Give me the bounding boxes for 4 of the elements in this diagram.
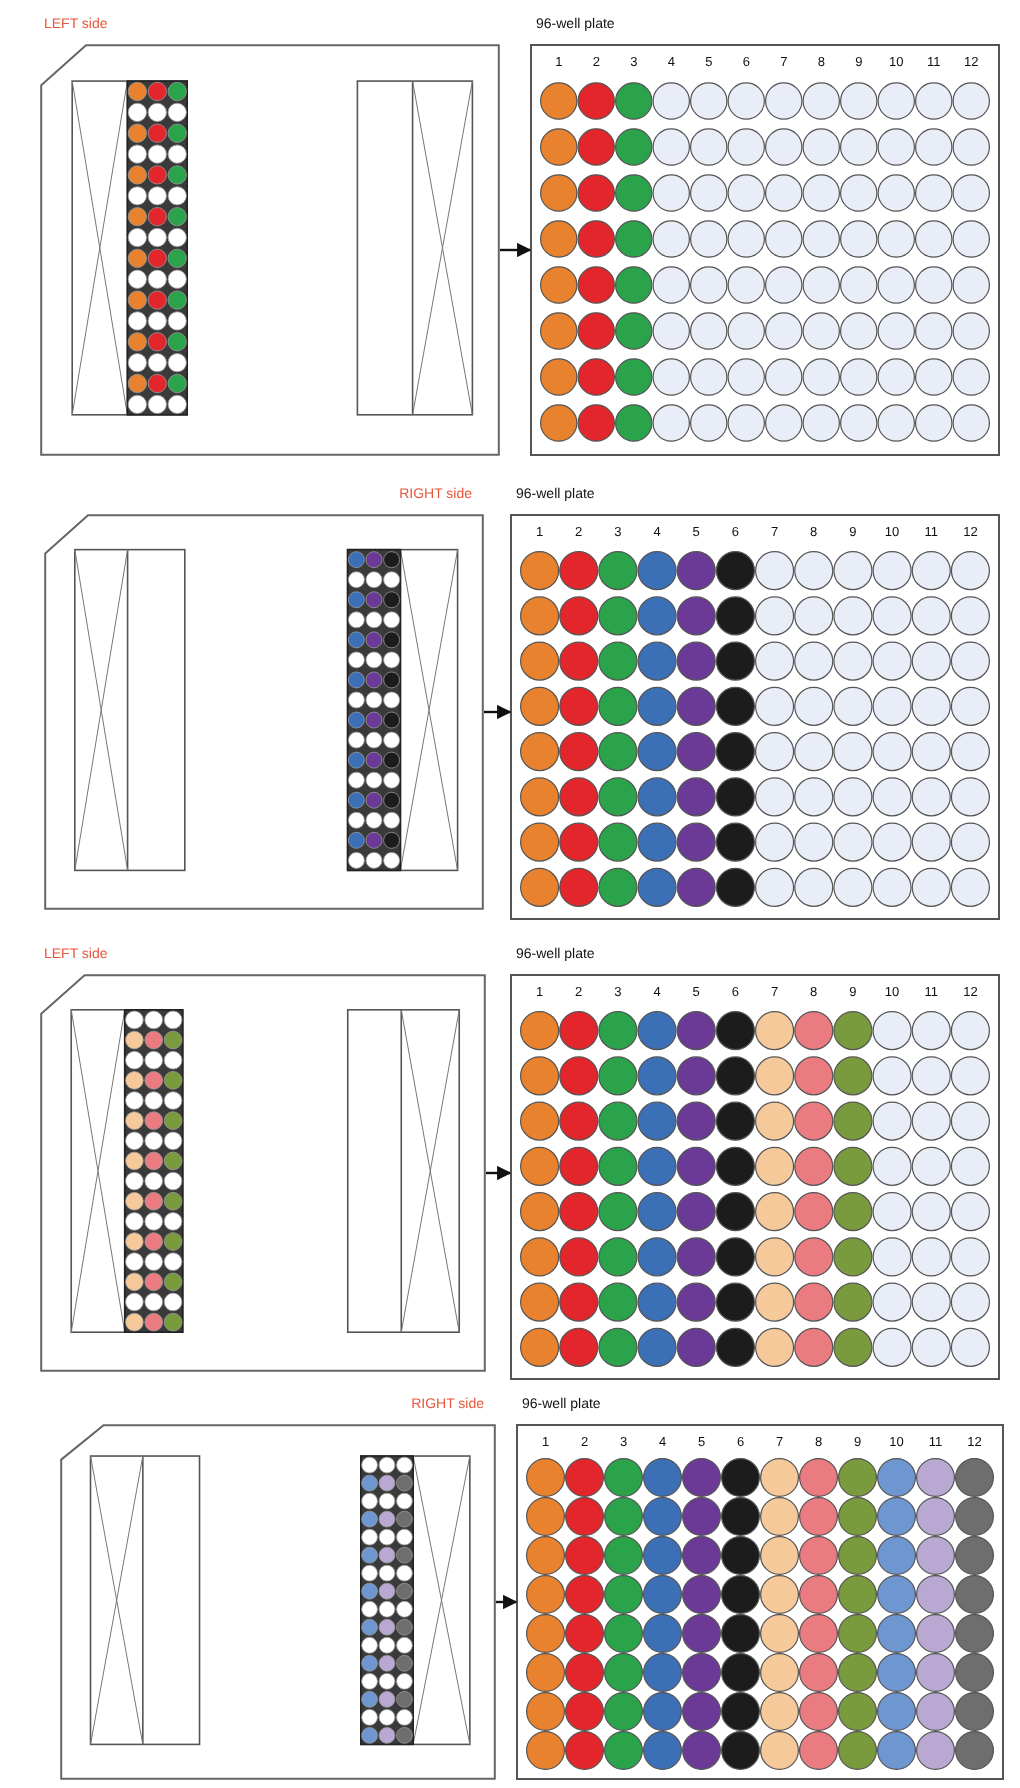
- arrow: [500, 242, 532, 258]
- arrow: [484, 704, 512, 720]
- arrow: [496, 1594, 518, 1610]
- arrow: [486, 1165, 512, 1181]
